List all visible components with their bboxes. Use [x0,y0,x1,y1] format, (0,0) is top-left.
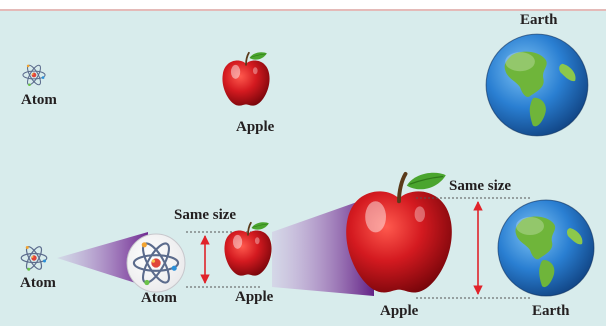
apple-label-top: Apple [236,120,274,135]
same-size-label-right: Same size [449,179,511,194]
apple-magnified-label: Apple [380,304,418,319]
atom-label-bottom: Atom [20,276,56,291]
earth-globe-icon-bottom [498,200,594,296]
atom-label-top: Atom [21,93,57,108]
atom-magnified-label: Atom [141,291,177,306]
earth-label-bottom: Earth [532,304,570,319]
earth-globe-icon [486,34,588,136]
earth-label-top: Earth [520,13,558,28]
apple-label-bottom: Apple [235,290,273,305]
same-size-label-left: Same size [174,208,236,223]
top-margin [0,0,606,9]
